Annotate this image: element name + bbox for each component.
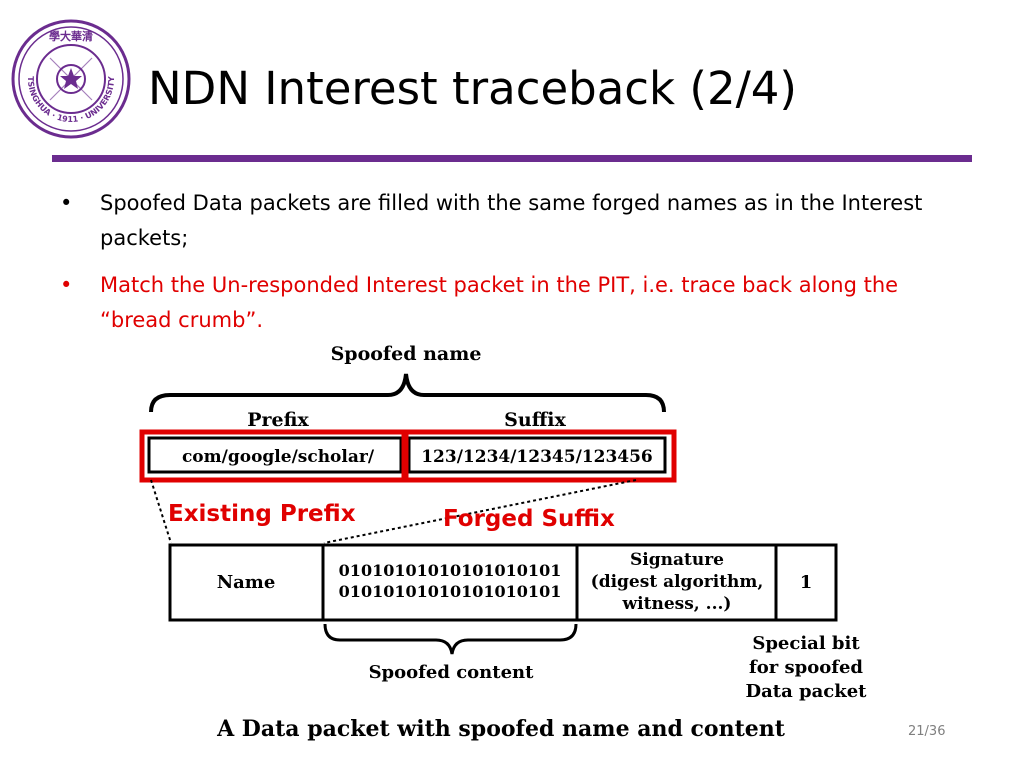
spoofed-name-label: Spoofed name (331, 343, 482, 365)
packet-content-line2: 01010101010101010101 (339, 582, 562, 601)
connector-right (323, 479, 637, 544)
suffix-highlight (403, 429, 677, 483)
bullet-dot: • (60, 191, 73, 215)
spoofed-content-brace (323, 623, 578, 655)
seal-top-text: 學大華清 (49, 29, 93, 43)
bullet-item-1: • Spoofed Data packets are filled with t… (58, 186, 958, 256)
university-seal-icon: 學大華清 TSINGHUA · 1911 · UNIVERSITY (11, 19, 131, 139)
data-packet (168, 543, 838, 622)
special-bit-note-line1: Special bit (752, 633, 860, 654)
page-number: 21/36 (908, 724, 946, 739)
prefix-box (147, 436, 403, 474)
spoofed-name-brace (149, 373, 666, 413)
spoofed-content-label: Spoofed content (369, 662, 535, 683)
figure-caption: A Data packet with spoofed name and cont… (216, 716, 786, 742)
bullet-item-2: • Match the Un-responded Interest packet… (58, 268, 958, 338)
suffix-label: Suffix (504, 409, 566, 431)
bullet-dot: • (60, 273, 73, 297)
packet-signature-line2: (digest algorithm, (591, 572, 764, 592)
bullet-text-1: Spoofed Data packets are filled with the… (100, 191, 923, 250)
packet-content-line1: 01010101010101010101 (339, 561, 562, 580)
special-bit-note-line3: Data packet (746, 681, 868, 702)
special-bit-note-line2: for spoofed (749, 657, 863, 678)
suffix-box (407, 436, 667, 474)
title-divider (52, 155, 972, 162)
packet-name-cell: Name (217, 572, 276, 593)
slide-title: NDN Interest traceback (2/4) (148, 62, 797, 115)
suffix-value: 123/1234/12345/123456 (421, 447, 653, 467)
packet-signature-line3: witness, ...) (622, 594, 732, 614)
connector-left (150, 479, 172, 544)
bullet-list: • Spoofed Data packets are filled with t… (58, 186, 958, 350)
existing-prefix-label: Existing Prefix (168, 501, 356, 527)
packet-special-bit: 1 (800, 572, 813, 593)
prefix-value: com/google/scholar/ (182, 447, 375, 467)
prefix-label: Prefix (247, 409, 309, 431)
bullet-text-2: Match the Un-responded Interest packet i… (100, 273, 899, 332)
forged-suffix-label: Forged Suffix (443, 506, 615, 532)
packet-signature-line1: Signature (630, 550, 724, 570)
